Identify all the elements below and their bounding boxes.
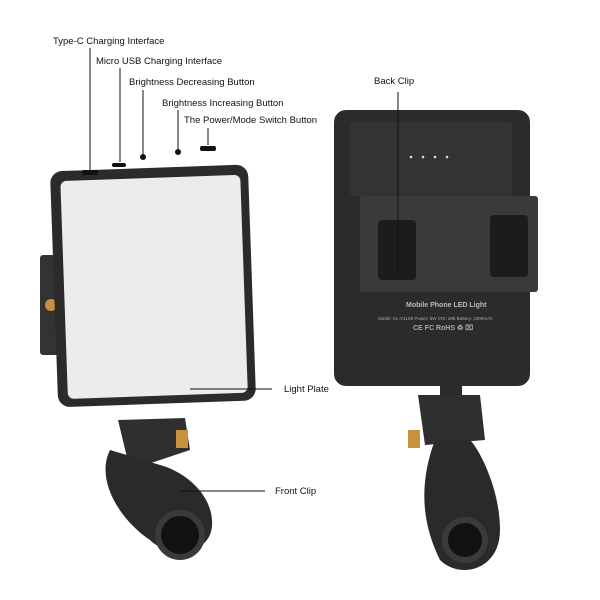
front-device (40, 146, 256, 560)
battery-indicator-dot (445, 155, 449, 159)
back-hinge-screw (408, 430, 420, 448)
callout-front-clip: Front Clip (275, 486, 317, 497)
brightness-up-button (175, 149, 181, 155)
light-plate (60, 174, 248, 399)
back-clip-left-pad (378, 220, 416, 280)
back-hinge (418, 395, 485, 445)
back-clip-right-pad (490, 215, 528, 277)
callout-type-c: Type-C Charging Interface (53, 36, 165, 47)
micro-usb-port (112, 163, 126, 167)
callout-micro-usb: Micro USB Charging Interface (96, 56, 223, 67)
hinge-screw (176, 430, 188, 448)
callout-brightness-up: Brightness Increasing Button (162, 98, 284, 109)
front-hinge (118, 418, 190, 470)
power-button (200, 146, 216, 151)
callout-light-plate: Light Plate (284, 384, 329, 395)
product-label-title: Mobile Phone LED Light (406, 302, 487, 309)
battery-indicator-dot (433, 155, 437, 159)
brightness-down-button (140, 154, 146, 160)
callout-brightness-down: Brightness Decreasing Button (129, 77, 255, 88)
type-c-port (82, 170, 98, 175)
product-label-specs: Model: CL-V11S8 Power: 5W CRI: ≥95 Batte… (378, 316, 493, 321)
back-clip-ring (442, 517, 488, 563)
back-device (334, 110, 538, 570)
battery-panel (350, 122, 512, 196)
battery-indicator-dot (409, 155, 413, 159)
callout-lines (89, 48, 399, 492)
certification-marks: CE FC RoHS ♻ ⌧ (413, 325, 474, 332)
battery-indicator-dot (421, 155, 425, 159)
callout-power-mode: The Power/Mode Switch Button (184, 115, 318, 126)
back-stand (440, 345, 462, 400)
front-clip-ring (155, 510, 205, 560)
battery-indicator-dots (409, 155, 449, 159)
screw-icon (45, 299, 57, 311)
callout-back-clip: Back Clip (374, 76, 415, 87)
